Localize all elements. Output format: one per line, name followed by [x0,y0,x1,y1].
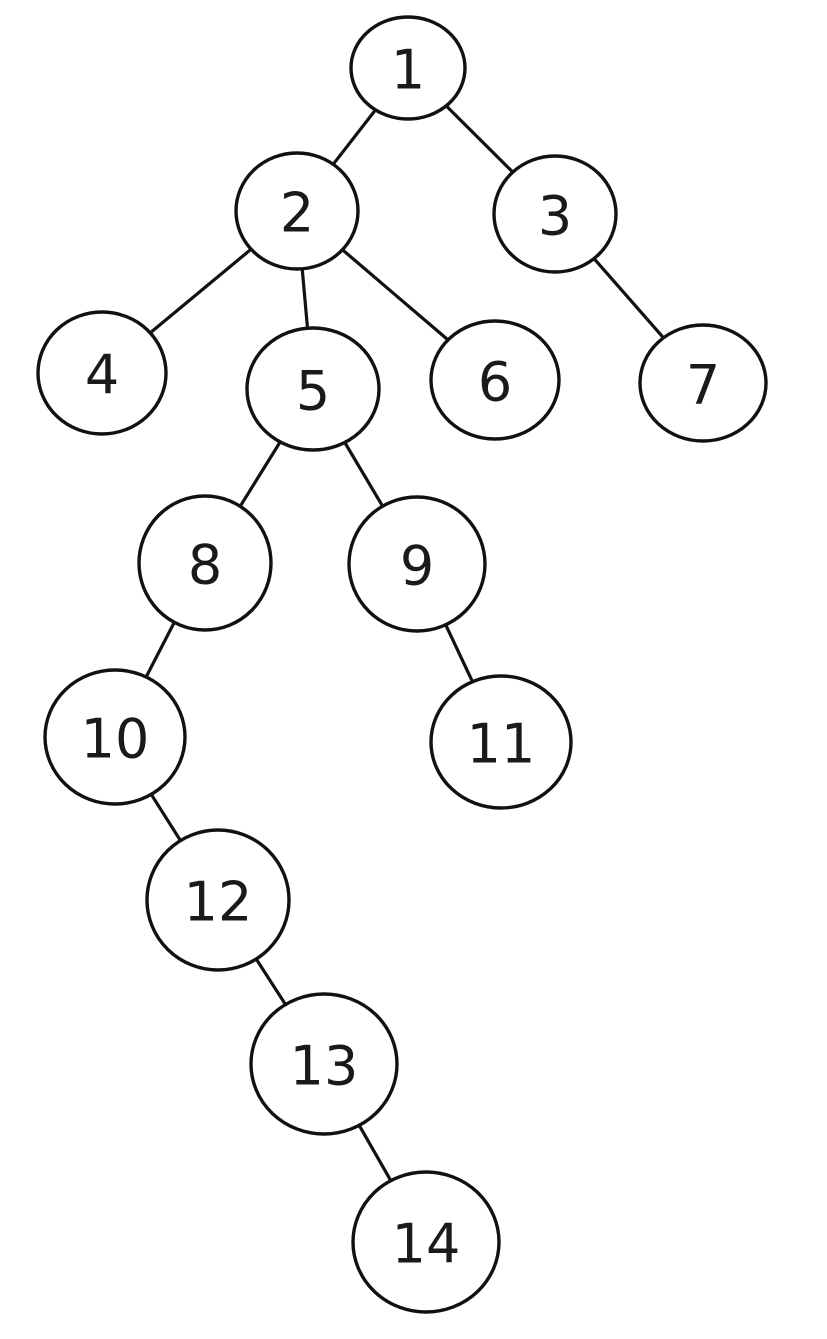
edge-2-6 [340,248,450,342]
node-circle-6 [429,319,561,441]
edge-3-7 [592,257,666,340]
tree-node-13: 13 [249,992,399,1136]
node-label-14: 14 [392,1213,461,1276]
edge-12-13 [254,957,288,1007]
edge-1-3 [444,104,515,174]
node-circle-9 [347,495,487,633]
tree-node-4: 4 [36,310,168,436]
tree-node-5: 5 [245,326,381,452]
node-label-2: 2 [280,182,314,245]
node-label-5: 5 [296,360,330,423]
node-label-8: 8 [188,534,222,597]
node-circle-14 [351,1170,501,1314]
node-label-3: 3 [538,185,572,248]
tree-node-6: 6 [429,319,561,441]
tree-node-3: 3 [492,154,618,274]
node-label-11: 11 [467,713,536,776]
edge-13-14 [357,1123,393,1183]
node-label-6: 6 [478,351,512,414]
node-circle-3 [492,154,618,274]
tree-node-14: 14 [351,1170,501,1314]
node-circle-12 [145,828,291,972]
tree-node-8: 8 [137,494,273,632]
node-label-7: 7 [686,354,720,417]
edges-layer [144,104,666,1183]
tree-node-11: 11 [429,674,573,810]
node-label-1: 1 [391,39,425,102]
node-circle-1 [349,15,467,121]
edge-10-12 [149,792,183,843]
node-circle-5 [245,326,381,452]
node-label-13: 13 [290,1035,359,1098]
tree-node-10: 10 [43,668,187,806]
edge-8-10 [144,620,176,679]
node-circle-13 [249,992,399,1136]
edge-5-8 [238,440,282,508]
edge-1-2 [331,108,378,166]
edge-5-9 [343,440,385,508]
node-label-4: 4 [85,344,119,407]
tree-node-12: 12 [145,828,291,972]
node-circle-11 [429,674,573,810]
edge-2-5 [300,267,310,330]
node-label-10: 10 [81,708,150,771]
node-label-9: 9 [400,535,434,598]
tree-node-2: 2 [234,151,360,271]
tree-node-7: 7 [638,323,768,443]
node-circle-7 [638,323,768,443]
node-circle-10 [43,668,187,806]
tree-node-1: 1 [349,15,467,121]
node-circle-8 [137,494,273,632]
tree-node-9: 9 [347,495,487,633]
node-circle-2 [234,151,360,271]
node-circle-4 [36,310,168,436]
edge-2-4 [148,247,253,335]
node-label-12: 12 [184,871,253,934]
edge-9-11 [444,623,475,684]
